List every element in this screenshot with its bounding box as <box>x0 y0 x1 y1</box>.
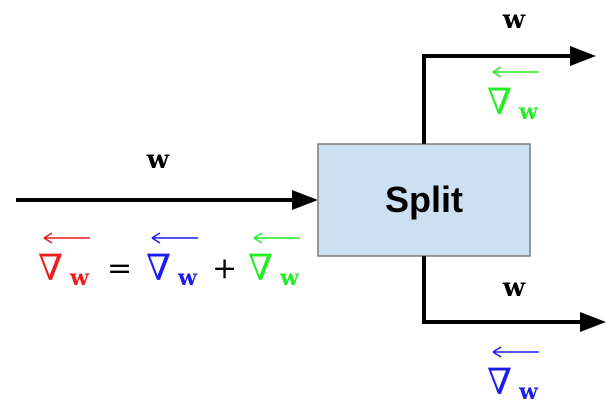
output-bottom-arrowhead <box>580 312 606 332</box>
left-arrow-accent-icon <box>43 232 90 244</box>
output-bottom-w-label: w <box>502 273 526 303</box>
svg-text:w: w <box>518 99 539 125</box>
svg-text:∇: ∇ <box>146 248 171 289</box>
output-top-arrow <box>422 54 576 144</box>
svg-text:w: w <box>177 265 198 291</box>
output-bottom-gradient: ∇ w <box>487 346 539 405</box>
equation-plus: + <box>212 251 237 286</box>
equation-term1-gradient: ∇ w <box>146 232 198 291</box>
equation-term2-gradient: ∇ w <box>248 232 300 291</box>
input-arrowhead <box>292 190 318 210</box>
svg-text:∇: ∇ <box>38 248 63 289</box>
svg-text:w: w <box>518 379 539 405</box>
svg-text:w: w <box>69 265 90 291</box>
svg-text:∇: ∇ <box>248 248 273 289</box>
output-top-arrowhead <box>570 46 596 66</box>
svg-text:w: w <box>279 265 300 291</box>
output-top-gradient: ∇ w <box>487 66 539 125</box>
svg-text:∇: ∇ <box>487 82 512 123</box>
equation-lhs-gradient: ∇ w <box>38 232 90 291</box>
svg-text:∇: ∇ <box>487 362 512 403</box>
input-w-label: w <box>146 145 170 175</box>
left-arrow-accent-icon <box>492 346 539 358</box>
output-bottom-arrow <box>422 256 584 324</box>
split-block-label: Split <box>385 179 463 220</box>
left-arrow-accent-icon <box>492 66 539 78</box>
output-top-w-label: w <box>502 5 526 35</box>
equation-equals: = <box>107 251 132 286</box>
left-arrow-accent-icon <box>253 232 300 244</box>
left-arrow-accent-icon <box>151 232 198 244</box>
